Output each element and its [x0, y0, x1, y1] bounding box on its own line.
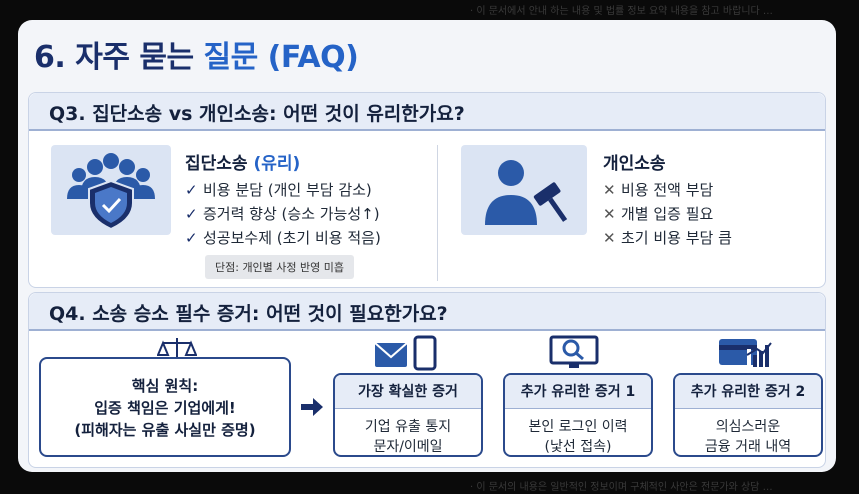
q4-question-bar: Q4. 소송 승소 필수 증거: 어떤 것이 필요한가요? [29, 293, 825, 331]
check-icon: ✓ [185, 229, 198, 247]
principle-line-2: 입증 책임은 기업에게! [94, 399, 236, 417]
evidence-3-line-1: 의심스러운 [715, 419, 781, 435]
evidence-2-line-2: (낯선 접속) [544, 439, 612, 455]
evidence-3-header: 추가 유리한 증거 2 [675, 375, 821, 409]
background-text-bottom: · 이 문서의 내용은 일반적인 정보이며 구체적인 사안은 전문가와 상담 … [470, 482, 773, 493]
mail-phone-icon [373, 335, 441, 375]
q4-section: Q4. 소송 승소 필수 증거: 어떤 것이 필요한가요? 핵심 원칙: 입증 … [28, 292, 826, 468]
individual-item-1: ✕ 비용 전액 부담 [603, 179, 713, 200]
arrow-right-icon [299, 397, 325, 421]
principle-line-1: 핵심 원칙: [131, 377, 199, 395]
title-highlight: 질문 (FAQ) [203, 40, 359, 75]
evidence-box-3: 추가 유리한 증거 2 의심스러운 금융 거래 내역 [673, 373, 823, 457]
group-item-3-text: 성공보수제 (초기 비용 적음) [203, 229, 381, 247]
monitor-search-icon [547, 335, 603, 375]
group-disadvantage-note: 단점: 개인별 사정 반영 미흡 [205, 255, 355, 279]
evidence-3-line-2: 금융 거래 내역 [704, 439, 792, 455]
q3-section: Q3. 집단소송 vs 개인소송: 어떤 것이 유리한가요? 집단소송 (유리)… [28, 92, 826, 288]
principle-line-3: (피해자는 유출 사실만 증명) [74, 421, 256, 439]
q3-question-bar: Q3. 집단소송 vs 개인소송: 어떤 것이 유리한가요? [29, 93, 825, 131]
principle-text: 핵심 원칙: 입증 책임은 기업에게! (피해자는 유출 사실만 증명) [41, 375, 289, 441]
individual-item-3: ✕ 초기 비용 부담 큼 [603, 227, 732, 248]
faq-card: 6. 자주 묻는 질문 (FAQ) Q3. 집단소송 vs 개인소송: 어떤 것… [18, 20, 836, 472]
evidence-box-2: 추가 유리한 증거 1 본인 로그인 이력 (낯선 접속) [503, 373, 653, 457]
evidence-1-line-2: 문자/이메일 [373, 439, 443, 455]
group-item-3: ✓ 성공보수제 (초기 비용 적음) [185, 227, 381, 248]
evidence-box-1: 가장 확실한 증거 기업 유출 통지 문자/이메일 [333, 373, 483, 457]
group-item-1: ✓ 비용 분담 (개인 부담 감소) [185, 179, 372, 200]
card-chart-icon [717, 335, 773, 375]
individual-suit-title: 개인소송 [603, 154, 666, 174]
background-text-top: · 이 문서에서 안내 하는 내용 및 법률 정보 요약 내용을 참고 바랍니다… [470, 6, 773, 17]
group-item-2-text: 증거력 향상 (승소 가능성↑) [203, 205, 380, 223]
individual-item-3-text: 초기 비용 부담 큼 [621, 229, 732, 247]
evidence-2-body: 본인 로그인 이력 (낯선 접속) [505, 417, 651, 457]
person-gavel-icon [461, 145, 587, 235]
individual-item-1-text: 비용 전액 부담 [621, 181, 714, 199]
evidence-2-line-1: 본인 로그인 이력 [528, 419, 628, 435]
group-suit-title: 집단소송 (유리) [185, 149, 300, 174]
group-shield-icon [51, 145, 171, 235]
evidence-1-header: 가장 확실한 증거 [335, 375, 481, 409]
column-divider [437, 145, 438, 281]
q4-question: Q4. 소송 승소 필수 증거: 어떤 것이 필요한가요? [49, 303, 448, 325]
cross-icon: ✕ [603, 181, 616, 199]
group-suit-title-main: 집단소송 [185, 154, 254, 174]
individual-item-2: ✕ 개별 입증 필요 [603, 203, 713, 224]
principle-box: 핵심 원칙: 입증 책임은 기업에게! (피해자는 유출 사실만 증명) [39, 357, 291, 457]
check-icon: ✓ [185, 205, 198, 223]
cross-icon: ✕ [603, 205, 616, 223]
group-suit-tag: (유리) [253, 154, 301, 174]
title-prefix: 6. 자주 묻는 [34, 40, 204, 75]
evidence-1-line-1: 기업 유출 통지 [364, 419, 452, 435]
q3-question: Q3. 집단소송 vs 개인소송: 어떤 것이 유리한가요? [49, 103, 465, 125]
individual-item-2-text: 개별 입증 필요 [621, 205, 714, 223]
evidence-1-body: 기업 유출 통지 문자/이메일 [335, 417, 481, 457]
group-item-1-text: 비용 분담 (개인 부담 감소) [203, 181, 372, 199]
evidence-2-header: 추가 유리한 증거 1 [505, 375, 651, 409]
evidence-3-body: 의심스러운 금융 거래 내역 [675, 417, 821, 457]
cross-icon: ✕ [603, 229, 616, 247]
page-title: 6. 자주 묻는 질문 (FAQ) [34, 32, 359, 76]
group-item-2: ✓ 증거력 향상 (승소 가능성↑) [185, 203, 380, 224]
check-icon: ✓ [185, 181, 198, 199]
